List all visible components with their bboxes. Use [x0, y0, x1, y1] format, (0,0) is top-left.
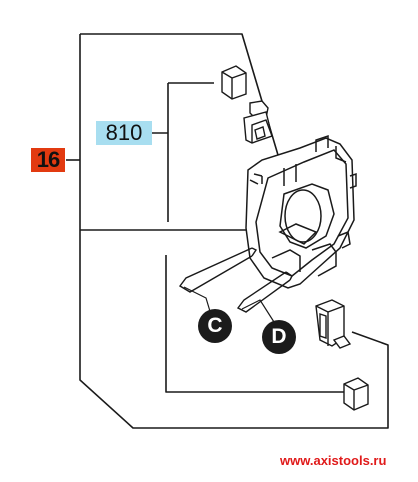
leader-line-d — [241, 299, 275, 323]
brush-holder-upper-icon — [243, 100, 273, 144]
brush-spring-c-icon — [178, 247, 258, 293]
brush-holder-housing-icon — [245, 134, 357, 289]
callout-d: D — [262, 320, 296, 354]
inner-bracket-lower — [165, 255, 345, 393]
callout-c: C — [198, 309, 232, 343]
assembly-number-badge: 16 — [31, 148, 65, 172]
leader-line-810 — [152, 82, 214, 222]
carbon-brush-top-icon — [221, 65, 247, 100]
brush-holder-lower-icon — [315, 299, 352, 349]
carbon-brush-bottom-icon — [343, 377, 369, 411]
part-number-badge: 810 — [96, 121, 152, 145]
watermark-text: www.axistools.ru — [280, 453, 387, 468]
